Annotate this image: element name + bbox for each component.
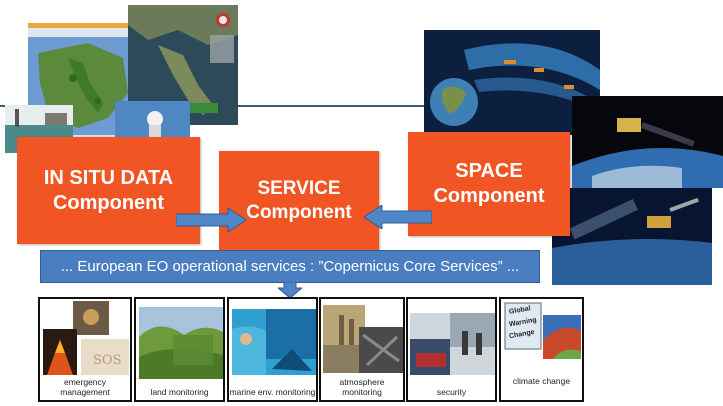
service-tile-marine: marine env. monitoring <box>227 297 318 402</box>
atmosphere-image <box>323 305 403 373</box>
space-component-box: SPACE Component <box>408 132 570 236</box>
earth-orbit-image <box>424 30 600 135</box>
marine-image <box>232 309 316 375</box>
service-line1: SERVICE <box>257 178 341 200</box>
service-component-box: SERVICE Component <box>219 151 379 251</box>
connector-line <box>0 105 723 107</box>
in-situ-line2: Component <box>52 191 165 214</box>
satellite-earth-image <box>572 96 723 188</box>
sentinel-satellite-image <box>552 188 712 285</box>
security-image <box>410 313 495 375</box>
in-situ-line1: IN SITU DATA <box>43 166 174 189</box>
space-line1: SPACE <box>455 160 523 182</box>
banner-text: ... European EO operational services : ”… <box>60 258 520 275</box>
down-arrow <box>278 282 302 298</box>
space-line2: Component <box>433 185 545 207</box>
label-land: land monitoring <box>150 386 209 397</box>
land-image <box>139 307 223 379</box>
arrow-space-to-service <box>363 205 432 229</box>
label-climate: climate change <box>512 375 571 386</box>
climate-image: Global Warning Change <box>503 301 582 361</box>
label-atmosphere: atmosphere monitoring <box>339 376 385 397</box>
emergency-image: SOS <box>43 301 129 375</box>
sos-text: SOS <box>93 353 122 368</box>
arrow-in-situ-to-service <box>176 208 247 232</box>
service-line2: Component <box>246 202 352 223</box>
service-tile-security: security <box>406 297 497 402</box>
service-tile-land: land monitoring <box>134 297 225 402</box>
service-tile-atmosphere: atmosphere monitoring <box>319 297 405 402</box>
in-situ-component-box: IN SITU DATA Component <box>17 137 200 244</box>
service-tile-climate: Global Warning Change climate change <box>499 297 584 402</box>
label-marine: marine env. monitoring <box>229 386 316 397</box>
label-security: security <box>436 386 467 397</box>
copernicus-services-banner: ... European EO operational services : ”… <box>40 250 540 283</box>
service-tile-emergency: SOS emergency management <box>38 297 132 402</box>
label-emergency: emergency management <box>60 376 110 397</box>
